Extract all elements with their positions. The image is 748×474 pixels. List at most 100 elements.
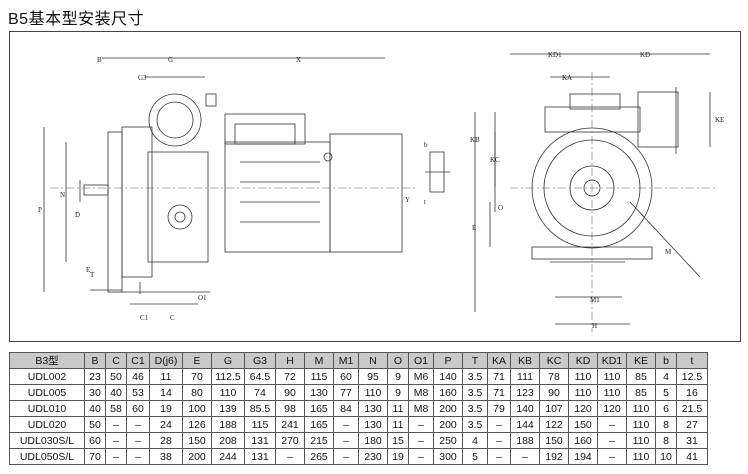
table-cell: – [105,448,127,465]
installation-dimension-drawing: B G X G3 KD1 KD KA P N D E T C1 C O1 Y K… [9,31,741,342]
table-cell: 188 [510,432,540,449]
table-cell: UDL020 [9,416,85,433]
svg-text:KD: KD [640,51,650,59]
svg-text:M: M [665,248,672,256]
table-cell: 110 [626,400,656,417]
table-cell: 80 [182,384,212,401]
header-cell: D(j6) [149,352,183,369]
table-cell: 31 [676,432,708,449]
table-cell: 79 [487,400,511,417]
header-cell: KA [487,352,511,369]
table-cell: 200 [433,400,463,417]
table-cell: 130 [304,384,334,401]
table-cell: 208 [211,432,245,449]
table-cell: 27 [676,416,708,433]
table-cell: 85.5 [244,400,276,417]
table-cell: 241 [275,416,305,433]
svg-text:KC: KC [490,156,500,164]
table-cell: 77 [333,384,359,401]
table-cell: 74 [244,384,276,401]
table-cell: – [510,448,540,465]
svg-text:C: C [170,314,175,322]
table-cell: 230 [358,448,388,465]
svg-text:O1: O1 [198,294,207,302]
table-cell: 64.5 [244,368,276,385]
table-cell: – [487,448,511,465]
svg-text:T: T [90,271,95,279]
table-cell: 112.5 [211,368,245,385]
svg-text:X: X [296,56,301,64]
table-cell: 14 [149,384,183,401]
table-cell: 300 [433,448,463,465]
technical-drawing-svg: B G X G3 KD1 KD KA P N D E T C1 C O1 Y K… [38,51,724,332]
table-cell: – [408,448,434,465]
table-cell: 5 [655,384,677,401]
table-cell: 50 [105,368,127,385]
header-cell: E [182,352,212,369]
table-cell: 110 [568,368,598,385]
table-cell: – [105,432,127,449]
table-cell: 110 [597,368,627,385]
table-cell: 38 [149,448,183,465]
header-cell: T [462,352,488,369]
table-cell: – [597,432,627,449]
svg-text:KA: KA [562,74,572,82]
table-cell: 188 [211,416,245,433]
table-cell: 250 [433,432,463,449]
table-cell: 244 [211,448,245,465]
header-cell: N [358,352,388,369]
table-cell: UDL002 [9,368,85,385]
table-cell: 70 [182,368,212,385]
header-cell: M1 [333,352,359,369]
table-cell: – [597,416,627,433]
table-cell: 50 [84,416,106,433]
header-cell: KD [568,352,598,369]
table-cell: 100 [182,400,212,417]
table-cell: 160 [568,432,598,449]
table-cell: 192 [539,448,569,465]
table-cell: 11 [387,416,409,433]
table-cell: 3.5 [462,368,488,385]
header-cell: KD1 [597,352,627,369]
svg-text:O: O [498,204,503,212]
svg-text:KE: KE [715,116,724,124]
table-cell: – [597,448,627,465]
table-cell: 60 [333,368,359,385]
table-cell: 12.5 [676,368,708,385]
table-cell: 85 [626,368,656,385]
table-cell: 46 [126,368,150,385]
svg-text:KD1: KD1 [548,51,562,59]
table-cell: 194 [568,448,598,465]
table-cell: 4 [655,368,677,385]
svg-text:M1: M1 [590,296,600,304]
header-cell: C [105,352,127,369]
table-cell: 5 [462,448,488,465]
table-cell: UDL010 [9,400,85,417]
table-cell: 19 [149,400,183,417]
svg-text:E: E [86,266,90,274]
table-cell: 110 [597,384,627,401]
table-cell: 123 [510,384,540,401]
table-cell: 10 [655,448,677,465]
header-cell: b [655,352,677,369]
table-cell: 3.5 [462,400,488,417]
table-cell: 15 [387,432,409,449]
header-cell: t [676,352,708,369]
page-title: B5基本型安装尺寸 [8,11,145,28]
table-cell: 8 [655,416,677,433]
table-cell: 110 [626,416,656,433]
table-cell: 60 [126,400,150,417]
table-cell: 24 [149,416,183,433]
table-cell: 111 [510,368,540,385]
table-cell: – [126,416,150,433]
table-cell: 140 [433,368,463,385]
table-cell: 115 [304,368,334,385]
svg-text:D: D [75,211,80,219]
table-cell: – [333,416,359,433]
table-cell: – [408,416,434,433]
svg-text:E: E [472,224,476,232]
table-cell: 150 [182,432,212,449]
